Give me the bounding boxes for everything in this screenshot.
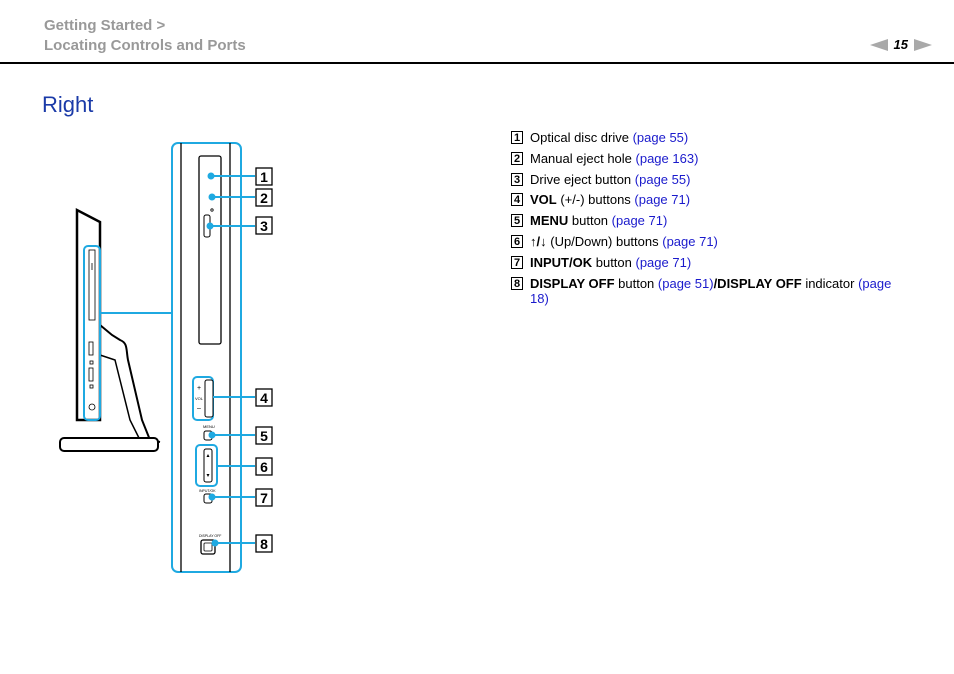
item-bold-2: /DISPLAY OFF [713, 275, 802, 291]
list-item: 5 MENU button (page 71) [511, 213, 911, 229]
list-item: 4 VOL (+/-) buttons (page 71) [511, 192, 911, 208]
display-off-label: DISPLAY OFF [199, 534, 221, 538]
page-link[interactable]: (page 163) [635, 150, 699, 166]
component-list: 1 Optical disc drive (page 55) 2 Manual … [511, 130, 911, 312]
page-link[interactable]: (page 71) [634, 192, 691, 208]
mini-menu [89, 360, 94, 365]
monitor-side-outline [75, 207, 102, 422]
page-link-2[interactable]: (page 18) [530, 275, 892, 307]
item-text: Drive eject button [530, 171, 635, 187]
item-bold: ↑/↓ [530, 233, 547, 249]
list-item: 2 Manual eject hole (page 163) [511, 151, 911, 167]
page-link[interactable]: (page 55) [632, 130, 689, 145]
vol-minus-label: – [197, 405, 201, 412]
list-item: 8 DISPLAY OFF button (page 51)/DISPLAY O… [511, 276, 911, 307]
item-number: 6 [511, 234, 523, 248]
list-item: 7 INPUT/OK button (page 71) [511, 255, 911, 271]
item-text: button [614, 275, 658, 291]
item-bold: VOL [530, 192, 557, 208]
item-text: (+/-) buttons [556, 192, 635, 208]
callout-leaders [206, 172, 255, 547]
item-number: 4 [511, 193, 523, 207]
callout-8: 8 [260, 536, 268, 552]
list-item: 1 Optical disc drive (page 55) [511, 130, 911, 146]
vol-label: VOL [195, 396, 204, 401]
item-text: Optical disc drive [530, 130, 633, 145]
item-text: button [568, 213, 612, 229]
mini-drive [88, 249, 96, 321]
item-number: 1 [511, 131, 523, 144]
item-number: 3 [511, 172, 523, 186]
page-link[interactable]: (page 71) [662, 233, 718, 249]
page-link[interactable]: (page 71) [635, 254, 692, 270]
page-number: 15 [893, 37, 908, 52]
callout-2: 2 [260, 190, 268, 206]
callout-boxes: 1 2 3 4 5 6 7 8 [255, 167, 273, 553]
mini-display-off [88, 403, 96, 411]
overview-highlight [83, 245, 101, 421]
item-number: 8 [511, 276, 523, 290]
mini-updown [88, 367, 94, 382]
item-bold: MENU [530, 213, 569, 229]
mini-vol [88, 341, 94, 356]
list-item: 6 ↑/↓ (Up/Down) buttons (page 71) [511, 234, 911, 250]
page-navigation: 15 [869, 37, 932, 52]
breadcrumb: Getting Started > Locating Controls and … [44, 16, 246, 55]
item-tail: indicator [801, 275, 859, 291]
computer-overview [59, 207, 161, 452]
callout-6: 6 [260, 459, 268, 475]
item-text: Manual eject hole [530, 150, 636, 166]
page-link[interactable]: (page 51) [657, 275, 714, 291]
item-bold: DISPLAY OFF [530, 275, 615, 291]
up-arrow-icon [206, 454, 210, 457]
item-bold: INPUT/OK [530, 254, 593, 270]
page-link[interactable]: (page 55) [634, 171, 691, 187]
stand-outline [99, 324, 161, 443]
up-down-buttons[interactable] [203, 448, 213, 483]
vol-buttons[interactable] [204, 379, 214, 418]
display-off-indicator [203, 542, 213, 552]
page-link[interactable]: (page 71) [611, 213, 668, 229]
menu-label: MENU [203, 424, 215, 429]
manual-eject-hole[interactable] [210, 208, 214, 212]
input-ok-label: INPUT/OK [199, 489, 216, 493]
stand-base [59, 437, 159, 452]
previous-page-icon[interactable] [869, 38, 888, 51]
item-text: button [592, 254, 636, 270]
item-text: (Up/Down) buttons [546, 233, 663, 249]
callout-5: 5 [260, 428, 268, 444]
next-page-icon[interactable] [914, 38, 932, 51]
item-number: 7 [511, 255, 523, 269]
page-title: Right [42, 92, 94, 117]
item-number: 5 [511, 214, 523, 228]
vol-plus-label: + [197, 385, 201, 392]
mini-inputok [89, 384, 94, 389]
zoom-highlight [171, 142, 242, 573]
optical-drive-slot [198, 155, 222, 345]
header-rule [0, 62, 954, 64]
callout-7: 7 [260, 490, 268, 506]
list-item: 3 Drive eject button (page 55) [511, 172, 911, 188]
breadcrumb-section[interactable]: Getting Started > [44, 17, 166, 34]
callout-1: 1 [260, 169, 268, 185]
callout-4: 4 [260, 390, 268, 406]
item-number: 2 [511, 151, 523, 165]
down-arrow-icon [206, 474, 210, 477]
stand-inner [99, 354, 141, 441]
callout-3: 3 [260, 218, 268, 234]
breadcrumb-page[interactable]: Locating Controls and Ports [44, 36, 246, 54]
